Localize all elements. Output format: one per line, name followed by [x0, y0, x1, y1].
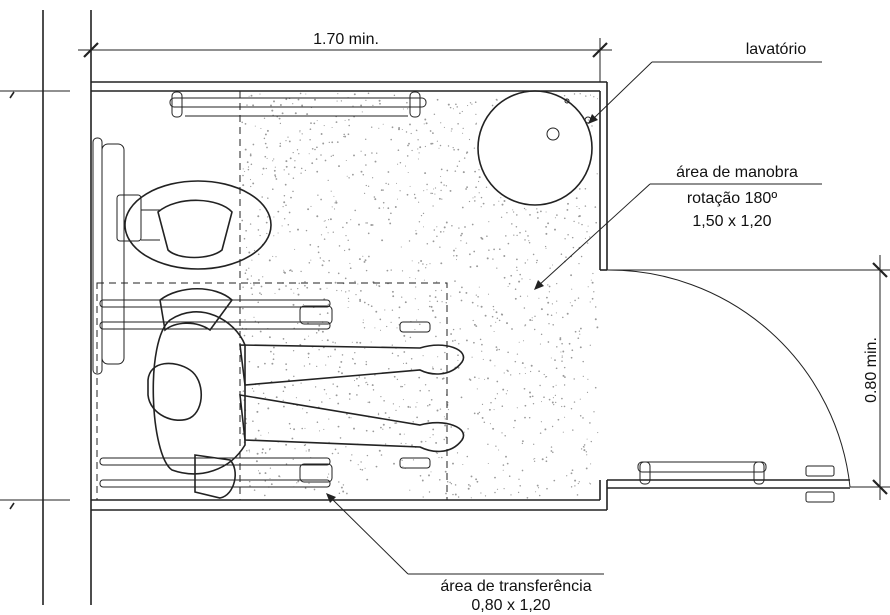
- left-grab-bar: [92, 137, 125, 375]
- wheelchair-wheel-bottom-outer: [99, 457, 331, 466]
- sink-basin: [477, 90, 593, 206]
- walls: [0, 10, 608, 605]
- person-leg-top: [239, 344, 465, 386]
- lavatory-callout: lavatório: [588, 41, 822, 124]
- width-dimension: 1.70 min.: [78, 31, 612, 82]
- width-dimension-tick-left: [83, 42, 99, 58]
- door-swing-arc: [606, 269, 851, 488]
- person-arm-bottom: [194, 454, 236, 499]
- lavatory-label: lavatório: [746, 41, 807, 58]
- sink-faucet-hole: [564, 98, 570, 104]
- wheelchair-wheel-bottom-inner: [99, 479, 331, 488]
- maneuver-leader-line: [537, 183, 651, 287]
- door-grab-bar: [637, 461, 767, 473]
- door-dimension-tick-bottom: [872, 479, 888, 495]
- person-head: [147, 362, 202, 421]
- door-dimension-tick-top: [872, 262, 888, 278]
- toilet-bowl: [124, 180, 272, 270]
- door-hinge-top: [805, 465, 835, 477]
- wheelchair-footrest-top: [399, 321, 431, 333]
- person-leg-bottom: [239, 394, 465, 453]
- wheelchair-footrest-bottom: [399, 457, 431, 469]
- maneuver-size: 1,50 x 1,20: [692, 213, 771, 230]
- lavatory-leader-arrow: [588, 114, 598, 124]
- wheelchair-caster-top: [299, 305, 333, 325]
- width-dimension-label: 1.70 min.: [313, 31, 379, 48]
- toilet: [116, 180, 272, 270]
- wheelchair-wheel-top-outer: [99, 299, 331, 308]
- wheelchair-user: [99, 287, 465, 499]
- top-grab-bar-end-left: [171, 91, 183, 118]
- maneuver-rotation: rotação 180º: [687, 190, 778, 207]
- maneuver-callout: área de manobra rotação 180º 1,50 x 1,20: [534, 164, 822, 290]
- left-grab-bar-front: [101, 143, 125, 365]
- maneuver-area-fill: [241, 92, 599, 499]
- person-torso: [152, 311, 246, 475]
- toilet-tank: [116, 194, 142, 242]
- maneuver-leader-arrow: [534, 280, 544, 290]
- door-dimension: 0.80 min.: [607, 255, 890, 500]
- door: [606, 269, 851, 503]
- transfer-area-outline: [96, 282, 448, 501]
- left-grab-bar-rail: [92, 137, 103, 375]
- lavatory-leader-line: [591, 61, 653, 121]
- toilet-seat-opening: [157, 199, 233, 259]
- transfer-size: 0,80 x 1,20: [471, 597, 550, 614]
- transfer-callout: área de transferência 0,80 x 1,20: [326, 493, 604, 614]
- top-grab-bar: [169, 91, 427, 118]
- top-grab-bar-rail: [169, 97, 427, 108]
- width-dimension-tick-right: [592, 42, 608, 58]
- transfer-title: área de transferência: [440, 578, 591, 595]
- wall-ref-tick-top: [9, 91, 15, 99]
- wheelchair-caster-bottom: [299, 463, 333, 483]
- transfer-leader-arrow: [326, 493, 336, 503]
- top-grab-bar-end-right: [409, 91, 421, 118]
- door-grab-bar-end-left: [639, 461, 651, 485]
- wall-ref-tick-bottom: [9, 502, 15, 510]
- maneuver-title: área de manobra: [676, 164, 798, 181]
- transfer-leader-line: [329, 496, 409, 575]
- door-hinge-bottom: [805, 491, 835, 503]
- person-arm-top: [159, 287, 234, 332]
- door-dimension-label: 0.80 min.: [863, 337, 880, 403]
- door-grab-bar-end-right: [753, 461, 765, 485]
- lavatory: [477, 90, 593, 206]
- sink-drain: [546, 127, 560, 141]
